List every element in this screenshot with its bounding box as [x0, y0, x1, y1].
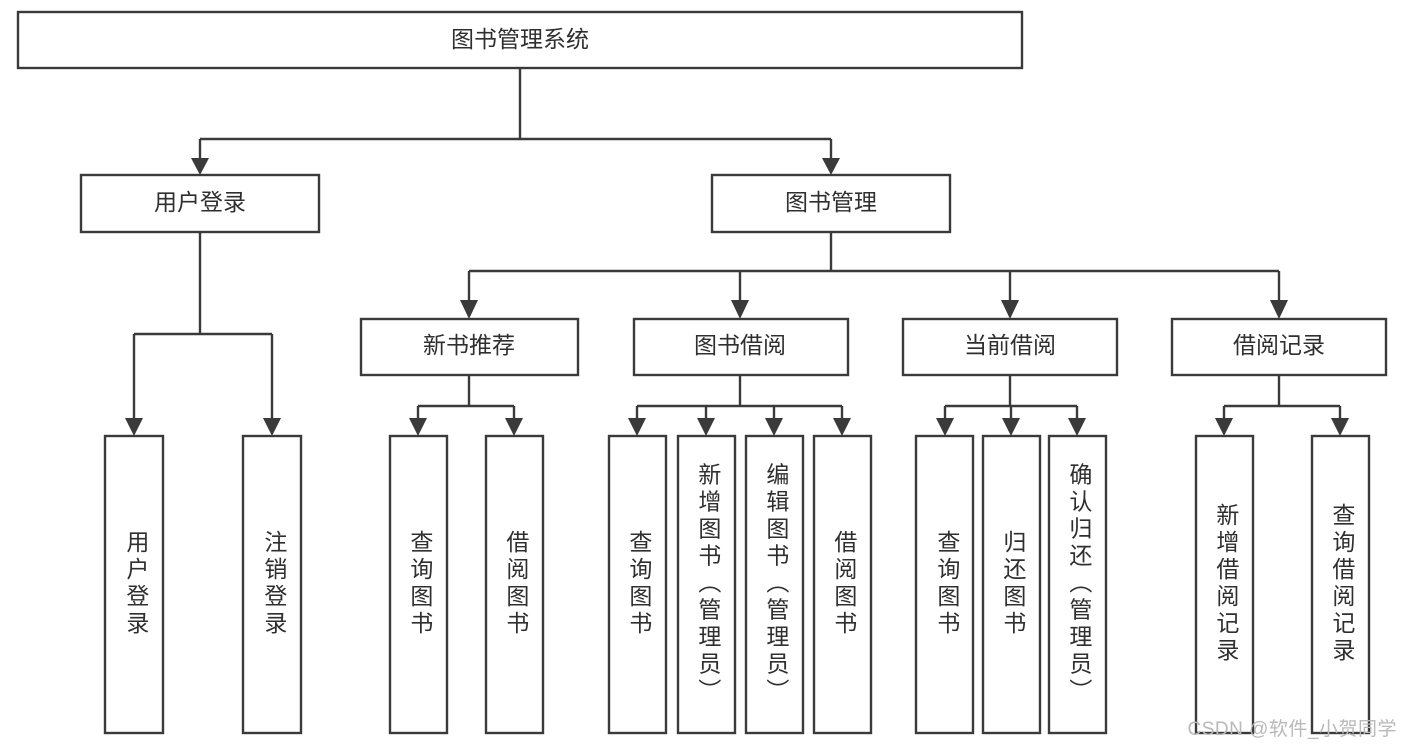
node-root[interactable]: 图书管理系统	[16, 10, 1024, 70]
leaf-bb-query-book-label: 查询图书	[626, 530, 653, 638]
node-user-login-label: 用户登录	[154, 189, 246, 215]
leaf-node[interactable]: 用户登录	[103, 434, 165, 735]
leaf-node[interactable]: 查询图书	[914, 434, 975, 735]
leaf-node[interactable]: 归还图书	[981, 434, 1042, 735]
node-current-borrow[interactable]: 当前借阅	[901, 317, 1119, 377]
arrow-current-borrow-leaf1	[936, 418, 954, 436]
leaf-bb-query-book-box[interactable]	[607, 434, 668, 735]
node-new-book-recommend-box[interactable]	[359, 317, 580, 377]
node-new-book-recommend-label: 新书推荐	[423, 332, 515, 358]
arrow-user-login-leaf2	[263, 418, 281, 436]
leaf-nbr-borrow-book-label: 借阅图书	[503, 530, 530, 638]
arrow-to-user-login	[191, 158, 209, 175]
leaf-bb-add-book-box[interactable]	[676, 434, 737, 735]
node-book-borrow[interactable]: 图书借阅	[632, 317, 850, 377]
leaf-node[interactable]: 确认归还（管理员）	[1047, 434, 1108, 735]
node-current-borrow-label: 当前借阅	[964, 332, 1056, 358]
arrow-book-borrow-leaf1	[628, 418, 646, 436]
leaf-bb-add-book-label: 新增图书（管理员）	[695, 463, 722, 706]
leaf-node[interactable]: 查询借阅记录	[1310, 434, 1371, 735]
arrow-to-borrow-record	[1270, 300, 1288, 319]
node-new-book-recommend[interactable]: 新书推荐	[359, 317, 580, 377]
leaf-user-login-label: 用户登录	[123, 530, 150, 638]
arrow-user-login-leaf1	[125, 418, 143, 436]
node-borrow-record-label: 借阅记录	[1233, 332, 1325, 358]
leaf-node[interactable]: 查询图书	[607, 434, 668, 735]
node-root-box[interactable]	[16, 10, 1024, 70]
node-borrow-record-box[interactable]	[1170, 317, 1388, 377]
arrow-borrow-record-leaf1	[1215, 418, 1233, 436]
leaf-nbr-query-book-label: 查询图书	[407, 530, 434, 638]
connector-layer	[125, 68, 1349, 436]
leaf-cb-query-book-label: 查询图书	[934, 530, 961, 638]
leaf-node[interactable]: 借阅图书	[812, 434, 873, 735]
leaf-node[interactable]: 新增图书（管理员）	[676, 434, 737, 735]
node-root-label: 图书管理系统	[451, 26, 589, 52]
leaf-node[interactable]: 新增借阅记录	[1194, 434, 1255, 735]
leaf-node[interactable]: 借阅图书	[484, 434, 545, 735]
leaf-cb-query-book-box[interactable]	[914, 434, 975, 735]
leaf-bb-edit-book-box[interactable]	[744, 434, 805, 735]
node-book-borrow-box[interactable]	[632, 317, 850, 377]
arrow-book-borrow-leaf4	[833, 418, 851, 436]
leaf-cb-return-book-label: 归还图书	[1000, 530, 1027, 638]
arrow-borrow-record-leaf2	[1331, 418, 1349, 436]
arrow-to-new-book	[460, 300, 478, 319]
leaf-bb-borrow-book-label: 借阅图书	[831, 530, 858, 638]
node-book-manage[interactable]: 图书管理	[710, 173, 952, 234]
leaf-logout-label: 注销登录	[261, 530, 288, 638]
leaf-logout-box[interactable]	[241, 434, 303, 735]
leaf-bb-edit-book-label: 编辑图书（管理员）	[763, 463, 790, 706]
leaf-node[interactable]: 查询图书	[388, 434, 449, 735]
arrow-new-book-leaf2	[505, 418, 523, 436]
arrow-new-book-leaf1	[409, 418, 427, 436]
leaf-cb-return-book-box[interactable]	[981, 434, 1042, 735]
node-user-login-box[interactable]	[79, 173, 321, 234]
arrow-to-current-borrow	[1001, 300, 1019, 319]
leaf-node[interactable]: 注销登录	[241, 434, 303, 735]
arrow-book-borrow-leaf2	[697, 418, 715, 436]
node-book-borrow-label: 图书借阅	[694, 332, 786, 358]
arrow-to-book-borrow	[731, 300, 749, 319]
node-current-borrow-box[interactable]	[901, 317, 1119, 377]
leaf-nbr-borrow-book-box[interactable]	[484, 434, 545, 735]
node-user-login[interactable]: 用户登录	[79, 173, 321, 234]
arrow-current-borrow-leaf3	[1068, 418, 1086, 436]
leaf-cb-confirm-return-box[interactable]	[1047, 434, 1108, 735]
node-book-manage-box[interactable]	[710, 173, 952, 234]
arrow-current-borrow-leaf2	[1002, 418, 1020, 436]
leaf-user-login-box[interactable]	[103, 434, 165, 735]
leaf-br-query-record-label: 查询借阅记录	[1329, 503, 1356, 665]
leaf-node[interactable]: 编辑图书（管理员）	[744, 434, 805, 735]
arrow-book-borrow-leaf3	[765, 418, 783, 436]
leaf-bb-borrow-book-box[interactable]	[812, 434, 873, 735]
leaf-nbr-query-book-box[interactable]	[388, 434, 449, 735]
leaf-br-add-record-box[interactable]	[1194, 434, 1255, 735]
leaf-br-query-record-box[interactable]	[1310, 434, 1371, 735]
arrow-to-book-manage	[822, 158, 840, 175]
leaf-br-add-record-label: 新增借阅记录	[1213, 503, 1240, 665]
node-borrow-record[interactable]: 借阅记录	[1170, 317, 1388, 377]
node-book-manage-label: 图书管理	[785, 189, 877, 215]
leaf-cb-confirm-return-label: 确认归还（管理员）	[1066, 463, 1093, 706]
